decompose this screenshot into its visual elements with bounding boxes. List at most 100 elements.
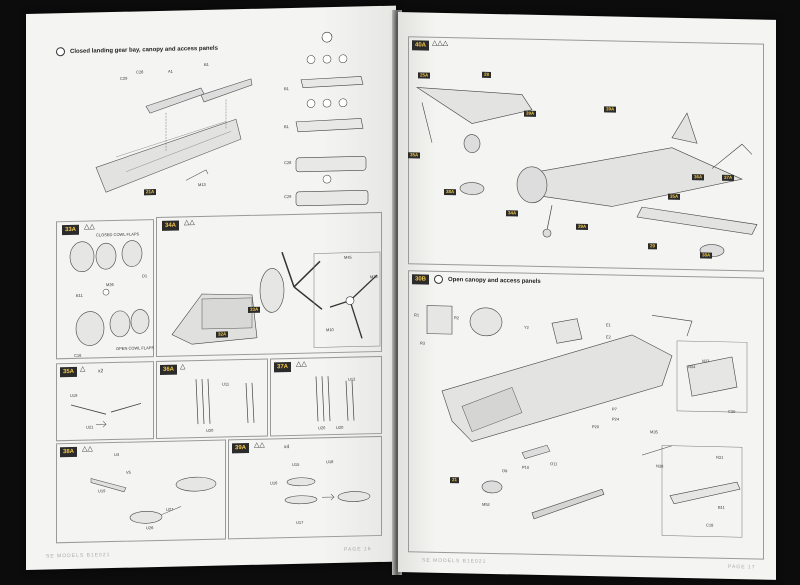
warning-triangle-icon: △△	[84, 223, 95, 231]
part-label: R3	[420, 340, 426, 346]
step-callout: 21	[450, 477, 460, 484]
part-label: C28	[136, 69, 144, 75]
reference-circle-icon	[434, 274, 443, 284]
page-number: PAGE 17	[728, 563, 756, 571]
part-label: P10	[522, 464, 530, 470]
part-label: V5	[126, 469, 131, 475]
part-label: N34	[688, 364, 696, 370]
cowl-flaps-drawing	[69, 240, 150, 346]
warning-triangle-icon: △△	[184, 219, 195, 227]
part-label: U19	[98, 488, 106, 494]
warning-triangle-icon: △△△	[432, 39, 449, 48]
step-40a-badge: 40A	[412, 40, 430, 51]
part-label: B11	[718, 504, 725, 510]
step-callout: 33A	[248, 306, 261, 313]
part-label: R1	[414, 312, 420, 318]
step-callout: 39A	[604, 106, 617, 113]
warning-triangle-icon: △△	[296, 360, 307, 368]
part-label: P20	[592, 424, 600, 430]
page-number: PAGE 16	[344, 546, 372, 553]
part-label: N31	[716, 454, 724, 460]
part-label: U15	[292, 461, 300, 467]
part-label: U17	[296, 519, 304, 525]
part-label: B1	[284, 86, 289, 92]
part-label: C28	[284, 159, 292, 166]
part-label: CLOSED COWL FLAPS	[96, 231, 140, 238]
fuselage-drawing	[95, 78, 253, 193]
step-36a-badge: 36A	[160, 364, 178, 375]
part-label: M26	[370, 274, 378, 280]
footer-brand: SE MODELS B1E021	[46, 552, 111, 560]
step-callout: 37A	[722, 174, 735, 182]
part-label: U18	[326, 459, 334, 465]
part-label: C16	[74, 352, 82, 358]
part-label: Y2	[524, 324, 529, 330]
part-label: P7	[612, 406, 617, 412]
part-label: R2	[454, 315, 460, 321]
part-label: O11	[550, 461, 558, 467]
part-label: U12	[348, 376, 356, 382]
part-label: U21	[86, 424, 94, 430]
step-30b-badge: 30B	[412, 274, 430, 285]
part-label: C18	[706, 522, 714, 528]
part-label: U27	[166, 506, 174, 512]
aircraft-assembly-drawing	[415, 87, 758, 257]
quantity-label: x2	[98, 368, 104, 375]
step-callout: 39A	[524, 110, 537, 117]
part-label: U19	[70, 392, 78, 399]
quantity-label: x4	[284, 444, 290, 451]
step-37a-badge: 37A	[274, 361, 292, 373]
book-gutter	[392, 10, 402, 575]
warning-triangle-icon: △	[80, 365, 86, 373]
part-label: M35	[650, 429, 658, 435]
step-callout: 25A	[418, 72, 431, 79]
step-callout: 35A	[408, 152, 421, 159]
step-34a-badge: 34A	[162, 220, 180, 231]
part-label: E1	[606, 322, 611, 328]
part-label: P24	[612, 416, 620, 422]
step-callout: 32A	[216, 331, 229, 338]
right-manual-page: 40A △△△ 25A 28 39A 38A 35A 39A 36A 37A 3…	[398, 12, 776, 580]
part-label: C29	[120, 75, 128, 81]
open-canopy-drawing	[426, 305, 748, 538]
step-35a-badge: 35A	[60, 366, 78, 378]
step-38a-badge: 38A	[60, 446, 78, 458]
step-39a-badge: 39A	[232, 442, 250, 454]
part-label: C30	[728, 408, 736, 415]
part-label: U26	[146, 525, 154, 531]
part-label: M52	[482, 501, 490, 507]
warning-triangle-icon: △	[180, 363, 186, 371]
step-callout: 29	[648, 243, 658, 250]
part-label: C29	[284, 193, 292, 200]
part-label: M13	[198, 181, 206, 188]
part-label: M10	[326, 327, 334, 333]
part-label: A1	[168, 68, 173, 74]
part-label: U4	[114, 451, 120, 458]
step-37a-drawing	[315, 376, 355, 422]
part-label: U20	[206, 427, 214, 433]
step-callout: 35A	[668, 193, 681, 200]
part-label: M26	[106, 282, 114, 288]
step-callout: 34A	[506, 210, 519, 217]
step-35a-drawing	[70, 403, 142, 428]
part-label: E11	[76, 292, 83, 298]
step-callout: 36A	[692, 174, 705, 181]
step-callout: 21A	[144, 189, 157, 196]
step-39a-drawing	[284, 477, 371, 505]
part-label: U20	[318, 425, 326, 431]
part-label: U11	[222, 381, 230, 387]
part-label: B1	[204, 61, 209, 67]
part-label: OPEN COWL FLAPS	[116, 345, 155, 351]
footer-brand: SE MODELS B1E021	[422, 557, 487, 565]
part-label: M45	[344, 254, 352, 260]
part-label: B1	[284, 124, 289, 130]
step-36a-drawing	[195, 378, 255, 425]
step-callout: 39A	[576, 223, 589, 230]
part-label: D1	[142, 273, 148, 279]
engine-propeller-drawing	[171, 251, 381, 348]
step-callout: 38A	[444, 188, 457, 196]
part-label: U20	[336, 424, 344, 430]
part-label: O9	[502, 468, 508, 474]
part-label: N37	[702, 358, 710, 364]
warning-triangle-icon: △△	[82, 445, 93, 453]
